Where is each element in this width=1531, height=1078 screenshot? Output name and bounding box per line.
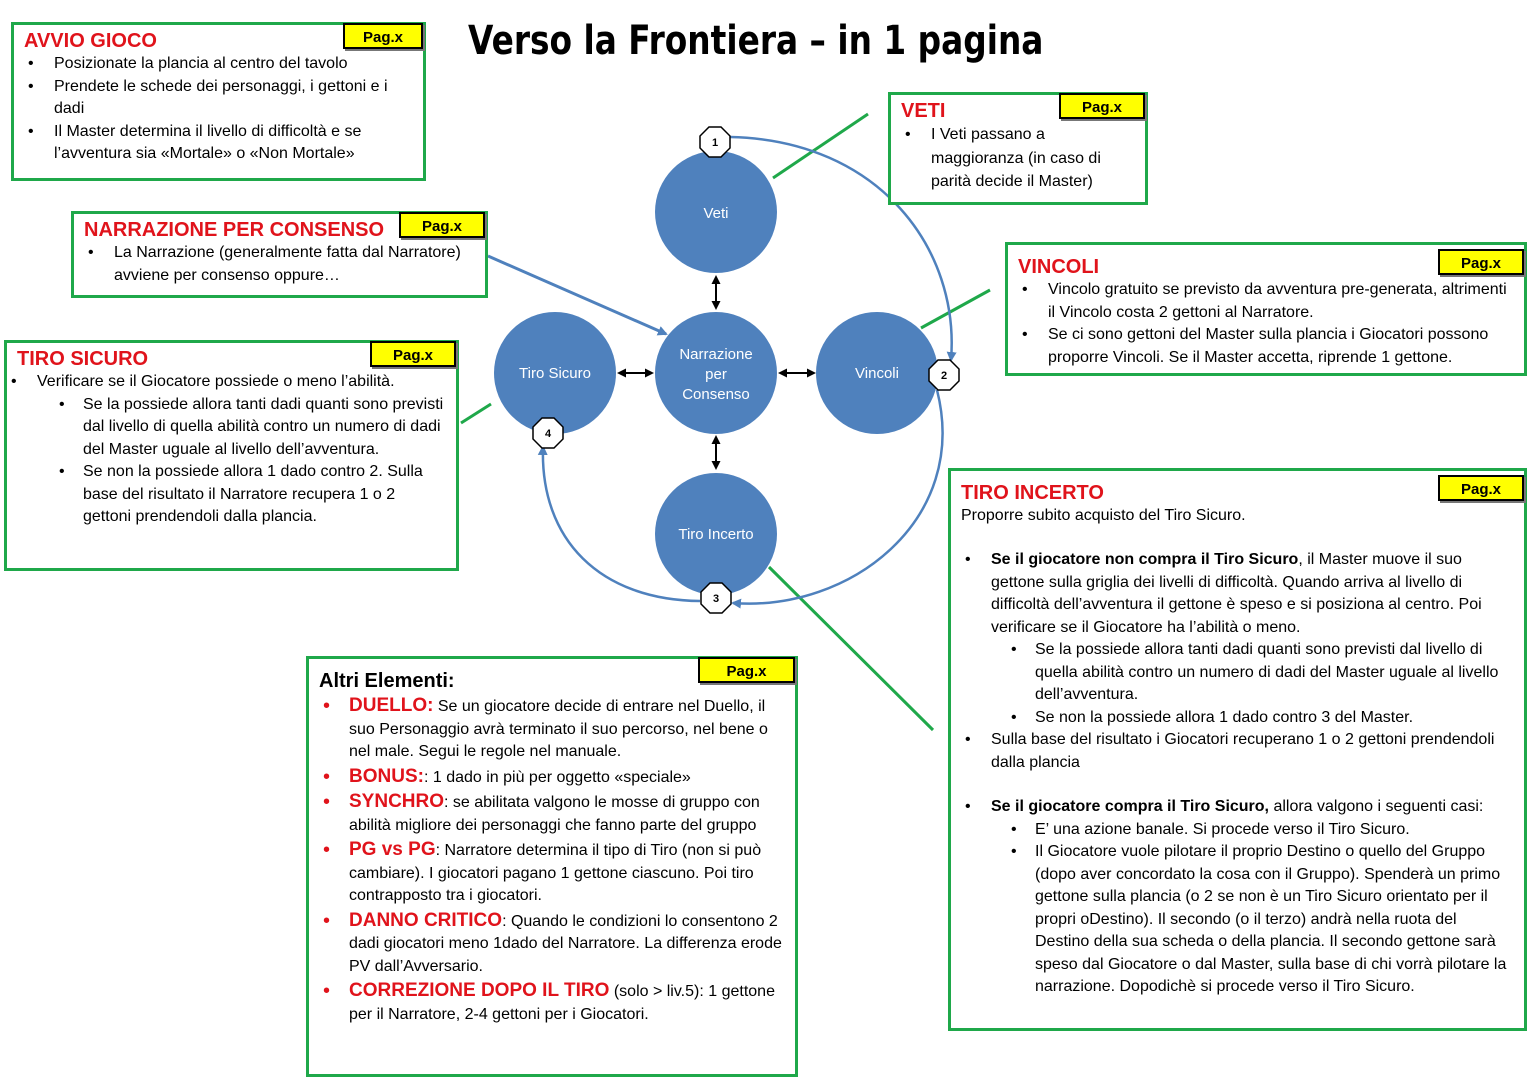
list-item: Se la possiede allora tanti dadi quanti … (57, 394, 446, 462)
list-item: Se la possiede allora tanti dadi quanti … (1009, 639, 1514, 707)
narrazione-box: Pag.x NARRAZIONE PER CONSENSO La Narrazi… (71, 211, 488, 298)
veti-box: Pag.x VETI I Veti passano a maggioranza … (888, 92, 1148, 205)
list-item: Posizionate la plancia al centro del tav… (24, 53, 413, 76)
narrazione-arrow (487, 254, 668, 336)
tiro-sicuro-connector (460, 402, 492, 425)
tiro-incerto-heading: TIRO INCERTO (961, 482, 1104, 504)
list-item: Sulla base del risultato i Giocatori rec… (961, 729, 1514, 774)
list-item: Il Master determina il livello di diffic… (24, 121, 413, 166)
list-item: Se non la possiede allora 1 dado contro … (57, 461, 446, 529)
list-item: DANNO CRITICO: Quando le condizioni lo c… (319, 910, 785, 979)
svg-text:2: 2 (941, 370, 947, 382)
list-item: DUELLO: Se un giocatore decide di entrar… (319, 695, 785, 764)
avvio-heading: AVVIO GIOCO (24, 30, 157, 52)
tiro-incerto-box: Pag.x TIRO INCERTO Proporre subito acqui… (948, 468, 1527, 1031)
list-item: I Veti passano a maggioranza (in caso di… (901, 123, 1135, 194)
node-veti-label: Veti (703, 205, 728, 222)
list-item: Se non la possiede allora 1 dado contro … (1009, 707, 1514, 730)
list-item: PG vs PG: Narratore determina il tipo di… (319, 839, 785, 908)
narrazione-heading: NARRAZIONE PER CONSENSO (84, 219, 385, 241)
list-item: Se il giocatore compra il Tiro Sicuro, a… (961, 796, 1514, 819)
badge-3: 3 (700, 582, 732, 614)
tiro-incerto-connector (767, 565, 935, 732)
node-tiro-incerto (655, 473, 777, 595)
node-narrazione (655, 312, 777, 434)
list-item: BONUS:: 1 dado in più per oggetto «speci… (319, 766, 785, 790)
pag-badge[interactable]: Pag.x (1438, 249, 1524, 275)
node-tiro-sicuro (494, 312, 616, 434)
list-item: Se ci sono gettoni del Master sulla plan… (1018, 324, 1514, 369)
node-center-label-2: per (705, 366, 727, 383)
badge-1: 1 (699, 126, 731, 158)
arc-tiro-incerto-tiro-sicuro (537, 445, 701, 603)
node-tiro-incerto-label: Tiro Incerto (678, 526, 753, 543)
node-center-label-3: Consenso (682, 386, 750, 403)
pag-badge[interactable]: Pag.x (1059, 93, 1145, 119)
badge-2: 2 (928, 359, 960, 391)
badge-4: 4 (532, 417, 564, 449)
vincoli-connector (920, 288, 991, 330)
list-item: Se il giocatore non compra il Tiro Sicur… (961, 549, 1514, 639)
tiro-sicuro-heading: TIRO SICURO (17, 348, 149, 370)
node-center-label-1: Narrazione (679, 346, 752, 363)
node-veti (655, 151, 777, 273)
list-item: La Narrazione (generalmente fatta dal Na… (84, 242, 475, 287)
altri-elementi-box: Pag.x Altri Elementi: DUELLO: Se un gioc… (306, 656, 798, 1077)
list-item: E’ una azione banale. Si procede verso i… (1009, 819, 1514, 842)
page-title: Verso la Frontiera – in 1 pagina (468, 18, 1044, 64)
arc-veti-vincoli (729, 135, 957, 362)
list-item: Il Giocatore vuole pilotare il proprio D… (1009, 841, 1514, 999)
veti-connector (772, 112, 869, 180)
node-vincoli (816, 312, 938, 434)
pag-badge[interactable]: Pag.x (1438, 475, 1524, 501)
veti-heading: VETI (901, 100, 946, 122)
avvio-gioco-box: Pag.x AVVIO GIOCO Posizionate la plancia… (11, 22, 426, 181)
tiro-sicuro-box: Pag.x TIRO SICURO Verificare se il Gioca… (4, 340, 459, 571)
pag-badge[interactable]: Pag.x (343, 23, 423, 49)
svg-text:1: 1 (712, 137, 718, 149)
node-tiro-sicuro-label: Tiro Sicuro (519, 365, 591, 382)
altri-heading: Altri Elementi: (319, 670, 455, 692)
pag-badge[interactable]: Pag.x (399, 212, 485, 238)
list-item: Verificare se il Giocatore possiede o me… (7, 371, 446, 394)
arc-vincoli-tiro-incerto (731, 389, 944, 609)
vincoli-box: Pag.x VINCOLI Vincolo gratuito se previs… (1005, 242, 1527, 376)
list-item: Vincolo gratuito se previsto da avventur… (1018, 279, 1514, 324)
pag-badge[interactable]: Pag.x (370, 341, 456, 367)
list-item: SYNCHRO: se abilitata valgono le mosse d… (319, 791, 785, 837)
list-item: Prendete le schede dei personaggi, i get… (24, 76, 413, 121)
vincoli-heading: VINCOLI (1018, 256, 1100, 278)
svg-text:4: 4 (545, 428, 552, 440)
list-item: CORREZIONE DOPO IL TIRO (solo > liv.5): … (319, 980, 785, 1026)
pag-badge[interactable]: Pag.x (698, 657, 795, 683)
node-vincoli-label: Vincoli (855, 365, 899, 382)
tiro-incerto-intro: Proporre subito acquisto del Tiro Sicuro… (961, 507, 1246, 524)
svg-text:3: 3 (713, 593, 719, 605)
